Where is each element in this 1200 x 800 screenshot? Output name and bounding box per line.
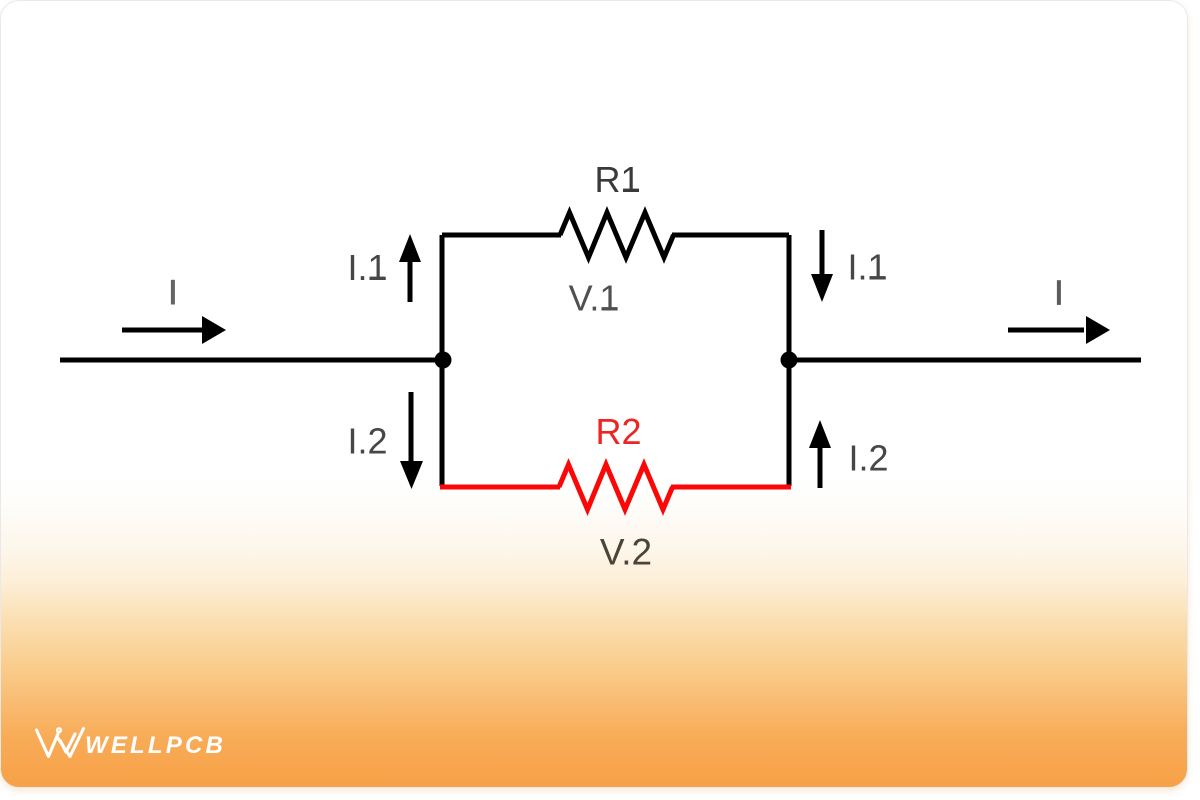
svg-text:I.1: I.1 [347, 247, 387, 288]
svg-text:I.2: I.2 [347, 421, 387, 462]
svg-text:R1: R1 [594, 159, 640, 200]
svg-text:I.1: I.1 [847, 247, 887, 288]
svg-text:V.2: V.2 [600, 532, 652, 573]
svg-text:I.2: I.2 [848, 438, 888, 479]
svg-text:R2: R2 [595, 411, 641, 452]
svg-text:V.1: V.1 [569, 278, 620, 319]
